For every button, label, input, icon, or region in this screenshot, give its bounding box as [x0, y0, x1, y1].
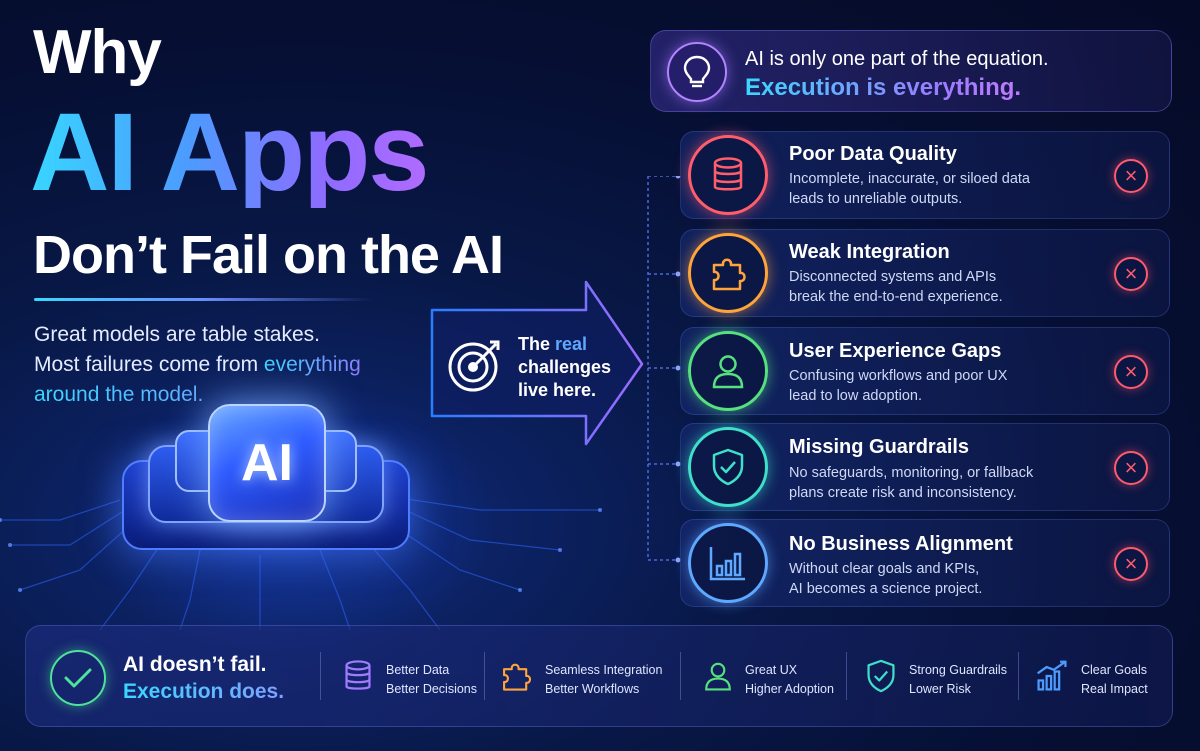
subtext-line3-highlight: around the model. [34, 380, 394, 410]
bottom-line1: AI doesn’t fail. [123, 653, 267, 676]
challenge-desc-line1: Disconnected systems and APIs [789, 269, 997, 285]
benefit-line1: Better Data [386, 663, 450, 677]
user-icon [688, 331, 768, 411]
challenge-desc-line2: AI becomes a science project. [789, 581, 983, 597]
x-circle-icon: × [1114, 451, 1148, 485]
x-circle-icon: × [1114, 355, 1148, 389]
callout-line1-highlight: real [555, 334, 588, 354]
challenge-desc-line1: Incomplete, inaccurate, or siloed data [789, 171, 1030, 187]
trend-chart-icon [1032, 655, 1072, 697]
challenge-title: User Experience Gaps [789, 340, 1002, 362]
user-icon [698, 655, 738, 697]
callout-line3: live here. [518, 380, 597, 400]
subtext-line2-pre: Most failures come from [34, 353, 264, 376]
challenge-desc-line1: No safeguards, monitoring, or fallback [789, 465, 1034, 481]
challenge-desc-line2: lead to low adoption. [789, 388, 923, 404]
title-dont-fail: Don’t Fail on the AI [33, 225, 504, 285]
challenge-desc-line1: Without clear goals and KPIs, [789, 561, 980, 577]
challenge-desc-line2: plans create risk and inconsistency. [789, 485, 1017, 501]
shield-check-icon [688, 427, 768, 507]
callout-line2: challenges [518, 357, 612, 377]
circuit-lines [0, 497, 602, 630]
connector-lines [647, 176, 681, 563]
subtext-line1: Great models are table stakes. [34, 323, 320, 346]
challenge-desc-line1: Confusing workflows and poor UX [789, 368, 1008, 384]
benefit-line1: Great UX [745, 663, 798, 677]
check-circle-icon [50, 650, 106, 706]
bar-chart-icon [688, 523, 768, 603]
callout-arrow [430, 280, 644, 446]
benefit-line1: Seamless Integration [545, 663, 663, 677]
title-why: Why [33, 18, 162, 87]
challenge-title: Poor Data Quality [789, 143, 957, 165]
benefit-line2: Lower Risk [909, 682, 971, 696]
divider [846, 652, 847, 700]
ai-chip-label: AI [241, 434, 293, 492]
callout-line1-pre: The [518, 334, 556, 354]
bottom-summary-bar [25, 625, 1173, 727]
header-line1: AI is only one part of the equation. [745, 48, 1049, 70]
subtext-line2-highlight: everything [263, 353, 361, 376]
callout-line1: The real [518, 333, 611, 356]
x-circle-icon: × [1114, 159, 1148, 193]
title-ai-apps: AI Apps [30, 91, 429, 214]
divider [1018, 652, 1019, 700]
challenge-desc-line2: leads to unreliable outputs. [789, 191, 963, 207]
subtext-line2: Most failures come from everything [34, 350, 394, 380]
ai-chip: AI [208, 404, 326, 522]
puzzle-icon [688, 233, 768, 313]
challenge-desc-line2: break the end-to-end experience. [789, 289, 1003, 305]
database-icon [688, 135, 768, 215]
lightbulb-icon [667, 42, 727, 102]
x-circle-icon: × [1114, 257, 1148, 291]
benefit-line2: Better Workflows [545, 682, 640, 696]
subtext: Great models are table stakes. Most fail… [34, 320, 394, 410]
x-circle-icon: × [1114, 547, 1148, 581]
callout-text: The real challenges live here. [518, 333, 611, 402]
divider [484, 652, 485, 700]
benefit-line2: Real Impact [1081, 682, 1148, 696]
benefit-line2: Higher Adoption [745, 682, 834, 696]
divider [680, 652, 681, 700]
benefit-line1: Clear Goals [1081, 663, 1147, 677]
shield-check-icon [861, 655, 901, 697]
benefit-line2: Better Decisions [386, 682, 478, 696]
title-underline [34, 298, 374, 301]
header-box [650, 30, 1172, 112]
challenge-title: No Business Alignment [789, 533, 1013, 555]
challenge-title: Missing Guardrails [789, 436, 970, 458]
database-icon [338, 655, 378, 697]
target-icon [448, 340, 500, 392]
challenge-title: Weak Integration [789, 241, 950, 263]
benefit-line1: Strong Guardrails [909, 663, 1007, 677]
divider [320, 652, 321, 700]
header-line2: Execution is everything. [745, 74, 1022, 101]
puzzle-icon [496, 655, 536, 697]
bottom-line2: Execution does. [123, 680, 285, 703]
